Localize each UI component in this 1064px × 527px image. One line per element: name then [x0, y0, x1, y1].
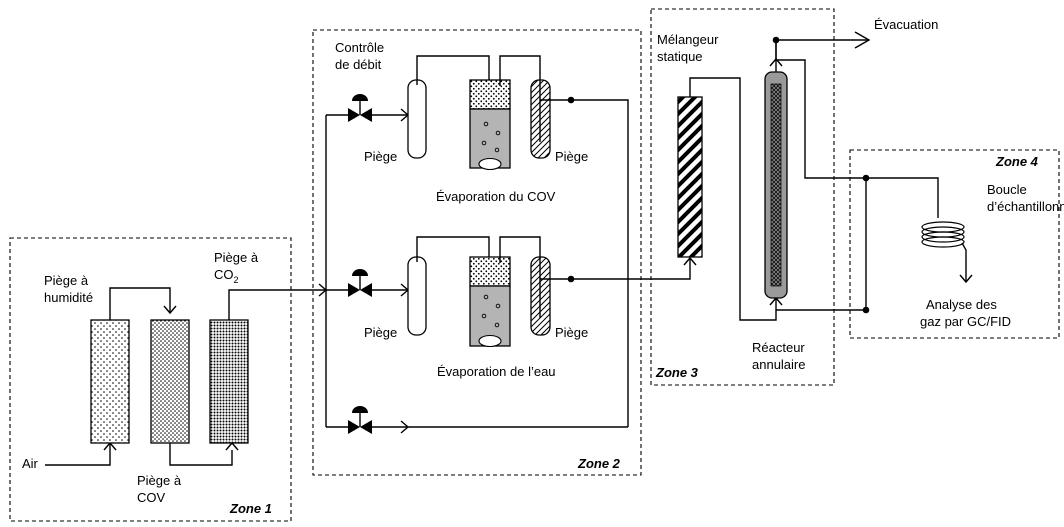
arrow-head [163, 305, 177, 315]
zone-1-frame: Zone 1 [9, 237, 292, 522]
trap-tube [407, 79, 427, 159]
sampling-loop-label-1: Boucle [987, 182, 1027, 197]
evaporator-to-trap-line [499, 55, 541, 86]
arrow-head [400, 420, 410, 434]
humidity-to-voc-line [109, 287, 171, 320]
water-evaporator [469, 256, 511, 348]
annular-reactor-label-2: annulaire [752, 357, 806, 372]
zone-2-frame: Zone 2 [312, 29, 642, 476]
gc-analysis-label-2: gaz par GC/FID [920, 314, 1011, 329]
arrow-head [225, 441, 239, 451]
junction-dot [567, 275, 575, 283]
junction-dot [862, 306, 870, 314]
loop-to-analysis-line [961, 242, 967, 282]
humidity-trap-label-1: Piège à [44, 273, 89, 288]
mixer-to-reactor-line [689, 77, 777, 321]
sampling-loop-coil [921, 221, 965, 248]
zone1-to-zone2-line [228, 289, 326, 320]
trap-label: Piège [364, 325, 397, 340]
trap-label: Piège [364, 149, 397, 164]
zone-4-label: Zone 4 [995, 154, 1039, 169]
voc-trap-label-1: Piège à [137, 473, 182, 488]
flow-control-label-1: Contrôle [335, 40, 384, 55]
humidity-trap-label-2: humidité [44, 290, 93, 305]
exhaust-label: Évacuation [874, 17, 938, 32]
annular-reactor [764, 71, 788, 299]
flow-control-label-2: de débit [335, 57, 382, 72]
voc-evaporator [469, 79, 511, 171]
trap-tube [407, 256, 427, 336]
to-sampling-loop-line [866, 177, 939, 218]
arrow-head [683, 256, 697, 266]
zone-3-frame: Zone 3 [650, 8, 835, 386]
trap-label: Piège [555, 149, 588, 164]
voc-evaporation-label: Évaporation du COV [436, 189, 556, 204]
sampling-return-line [776, 178, 867, 311]
zone-4-frame: Zone 4 [849, 149, 1060, 339]
sampling-feed-line [775, 40, 866, 179]
exhaust-vent-icon [854, 31, 871, 49]
water-branch-outlet-line [540, 258, 691, 280]
flow-control-valve[interactable] [348, 94, 372, 122]
air-inlet-line [45, 443, 111, 466]
co2-trap-label-1: Piège à [214, 250, 259, 265]
static-mixer-label-2: statique [657, 49, 703, 64]
humidity-trap-column [90, 319, 130, 444]
evaporator-to-trap-line [499, 236, 541, 263]
flow-control-valve[interactable] [348, 406, 372, 434]
co2-trap-label-2: CO2 [214, 267, 239, 285]
gc-analysis-label-1: Analyse des [926, 297, 997, 312]
water-evaporation-label: Évaporation de l’eau [437, 364, 556, 379]
zone-2-label: Zone 2 [577, 456, 621, 471]
flow-control-valve[interactable] [348, 269, 372, 297]
annular-reactor-label-1: Réacteur [752, 340, 805, 355]
voc-to-co2-line [169, 443, 233, 466]
voc-branch-outlet-line [540, 99, 629, 427]
static-mixer-label-1: Mélangeur [657, 32, 719, 47]
air-label: Air [22, 456, 39, 471]
trap-label: Piège [555, 325, 588, 340]
zone-1-label: Zone 1 [229, 501, 272, 516]
arrow-head [959, 274, 973, 284]
sampling-loop-label-2: d’échantillonnage [987, 199, 1064, 214]
co2-trap-column [209, 319, 249, 444]
static-mixer-column [677, 96, 703, 258]
junction-dot [567, 96, 575, 104]
exhaust-line [775, 39, 869, 59]
voc-trap-column [150, 319, 190, 444]
zone-3-label: Zone 3 [655, 365, 699, 380]
voc-trap-label-2: COV [137, 490, 166, 505]
